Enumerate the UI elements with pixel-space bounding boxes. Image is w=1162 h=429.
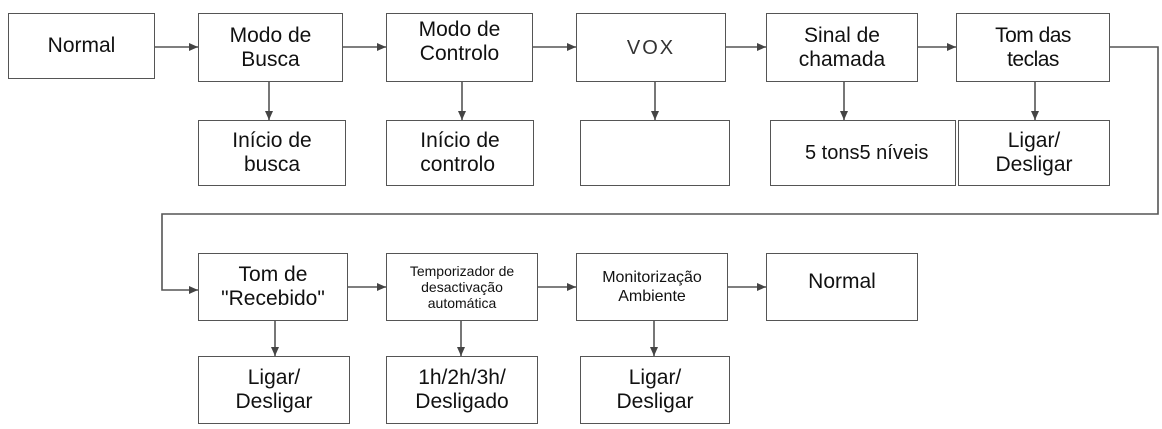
label-temporizador: Temporizador de desactivação automática (409, 263, 515, 311)
box-tom-recebido: Tom de "Recebido" (198, 253, 348, 321)
label-recebido-option: Ligar/ Desligar (235, 366, 313, 413)
label-temporizador-option: 1h/2h/3h/ Desligado (415, 366, 509, 413)
box-monitorizacao: Monitorização Ambiente (576, 253, 728, 321)
label-normal-end: Normal (808, 270, 876, 293)
box-modo-busca: Modo de Busca (198, 13, 343, 82)
box-monitorizacao-option: Ligar/ Desligar (580, 356, 730, 424)
box-modo-controlo: Modo de Controlo (386, 13, 533, 82)
box-normal-start: Normal (8, 13, 155, 79)
box-vox: VOX (576, 13, 726, 82)
label-inicio-controlo: Início de controlo (420, 129, 500, 176)
label-tom-teclas: Tom das teclas (995, 23, 1071, 71)
box-inicio-controlo: Início de controlo (386, 120, 534, 186)
box-sinal-option: 5 tons5 níveis (770, 120, 956, 186)
label-monitorizacao-option: Ligar/ Desligar (616, 366, 694, 413)
label-sinal-option: 5 tons5 níveis (805, 142, 929, 164)
label-inicio-busca: Início de busca (232, 129, 312, 176)
arrow-wrap-to-recebido (161, 46, 1159, 294)
box-temporizador: Temporizador de desactivação automática (386, 253, 538, 321)
box-inicio-busca: Início de busca (198, 120, 346, 186)
label-tom-recebido: Tom de "Recebido" (221, 263, 325, 310)
box-sinal-chamada: Sinal de chamada (766, 13, 918, 82)
box-normal-end: Normal (766, 253, 918, 321)
box-tom-teclas: Tom das teclas (956, 13, 1110, 82)
label-sinal-chamada: Sinal de chamada (798, 23, 886, 71)
box-vox-option (580, 120, 730, 186)
box-recebido-option: Ligar/ Desligar (198, 356, 350, 424)
box-teclas-option: Ligar/ Desligar (958, 120, 1110, 186)
label-monitorizacao: Monitorização Ambiente (602, 269, 702, 305)
box-temporizador-option: 1h/2h/3h/ Desligado (386, 356, 538, 424)
label-modo-busca: Modo de Busca (229, 23, 312, 71)
label-vox: VOX (626, 37, 676, 59)
label-modo-controlo: Modo de Controlo (418, 18, 501, 65)
label-normal-start: Normal (47, 34, 116, 57)
label-teclas-option: Ligar/ Desligar (995, 129, 1073, 176)
